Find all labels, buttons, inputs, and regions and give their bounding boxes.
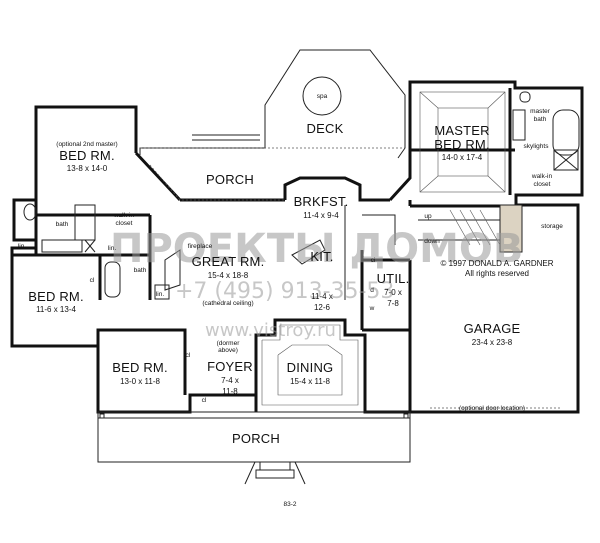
second-master-dims: 13-8 x 14-0 xyxy=(67,164,108,173)
room-labels: spa DECK MASTER BED RM. 14-0 x 17-4 mast… xyxy=(18,93,563,508)
deck xyxy=(139,49,406,159)
spa-tub xyxy=(302,76,342,116)
master-bed-label-2: BED RM. xyxy=(434,137,490,152)
center-bath-label: bath xyxy=(134,267,147,274)
util-d-label: d xyxy=(370,287,374,294)
left-bath-label: bath xyxy=(56,221,69,228)
front-bed-label: BED RM. xyxy=(112,360,168,375)
foyer-dims-1: 7-4 x xyxy=(221,376,239,385)
front-porch-label: PORCH xyxy=(232,431,280,446)
brkfst-label: BRKFST. xyxy=(294,194,349,209)
stairs xyxy=(418,204,523,253)
util-ci-label: ci xyxy=(371,257,376,264)
util-dims-2: 7-8 xyxy=(387,299,399,308)
great-room-label: GREAT RM. xyxy=(192,254,265,269)
kitchen-counters xyxy=(291,205,396,300)
stairs-up-label: up xyxy=(424,213,432,220)
util-label: UTIL. xyxy=(377,271,410,286)
kitchen-dims-2: 12-6 xyxy=(314,303,331,312)
kitchen-dims-1: 11-4 x xyxy=(311,292,333,301)
garage-label: GARAGE xyxy=(464,321,521,336)
watermark-brand: ПРОЕКТЫ ДОМОВ xyxy=(110,226,523,272)
util-dims-1: 7-0 x xyxy=(384,288,402,297)
left-bed-closet: cl xyxy=(90,277,95,284)
linen-center-label: lin. xyxy=(108,245,117,252)
master-bed-label-1: MASTER xyxy=(434,123,489,138)
foyer-closet: cl xyxy=(202,397,207,404)
rear-porch-outline xyxy=(149,164,285,201)
fireplace-label: fireplace xyxy=(188,243,213,250)
spa-label: spa xyxy=(317,93,328,100)
left-closet-label-1: walk-in xyxy=(113,212,135,219)
front-bed-dims: 13-0 x 11-8 xyxy=(120,377,160,386)
watermark: ПРОЕКТЫ ДОМОВ +7 (495) 913-35-53 www.vis… xyxy=(110,226,523,341)
kitchen-label: KIT. xyxy=(310,249,333,264)
great-room-dims: 15-4 x 18-8 xyxy=(208,271,249,280)
copyright-line-1: © 1997 DONALD A. GARDNER xyxy=(440,259,553,268)
watermark-url: www.vistroy.ru xyxy=(205,320,336,341)
garage-note: (optional door location) xyxy=(459,405,525,412)
linen-left-label: lin. xyxy=(18,243,27,250)
master-closet-label-2: closet xyxy=(534,181,551,188)
dining-dims: 15-4 x 11-8 xyxy=(290,377,330,386)
foyer-note-1: (dormer xyxy=(217,340,241,347)
master-bed-dims: 14-0 x 17-4 xyxy=(442,153,483,162)
master-closet-label-1: walk-in xyxy=(531,173,553,180)
util-w-label: w xyxy=(369,305,375,312)
skylights-label: skylights xyxy=(524,143,550,150)
master-bath-label-2: bath xyxy=(534,116,547,123)
linen-great-label: lin. xyxy=(156,291,165,298)
second-master-label: BED RM. xyxy=(59,148,115,163)
great-room-note: (cathedral ceiling) xyxy=(202,300,253,307)
master-bath-label-1: master xyxy=(530,108,551,115)
rear-porch-label: PORCH xyxy=(206,172,254,187)
foyer-note-2: above) xyxy=(218,347,238,354)
dining-label: DINING xyxy=(287,360,334,375)
watermark-phone: +7 (495) 913-35-53 xyxy=(175,279,394,304)
plan-number: 83-2 xyxy=(283,501,296,508)
left-bed-dims: 11-6 x 13-4 xyxy=(36,305,76,314)
fireplace-and-bath xyxy=(104,249,181,300)
brkfst-dims: 11-4 x 9-4 xyxy=(303,211,339,220)
left-closet-label-2: closet xyxy=(116,220,133,227)
garage-dims: 23-4 x 23-8 xyxy=(472,338,513,347)
copyright-line-2: All rights reserved xyxy=(465,269,529,278)
stairs-down-label: down xyxy=(424,238,440,245)
deck-label: DECK xyxy=(307,121,344,136)
second-master-note: (optional 2nd master) xyxy=(56,141,117,148)
foyer-label: FOYER xyxy=(207,359,253,374)
left-bath-fixtures xyxy=(23,203,96,253)
dining-ceiling xyxy=(261,324,359,406)
storage-label: storage xyxy=(541,223,563,230)
front-bed-closet: cl xyxy=(186,352,191,359)
left-bed-label: BED RM. xyxy=(28,289,84,304)
foyer-dims-2: 11-8 xyxy=(222,387,238,396)
front-porch xyxy=(97,411,411,485)
master-tray-ceiling xyxy=(419,91,506,193)
master-bath-fixtures xyxy=(512,91,580,171)
